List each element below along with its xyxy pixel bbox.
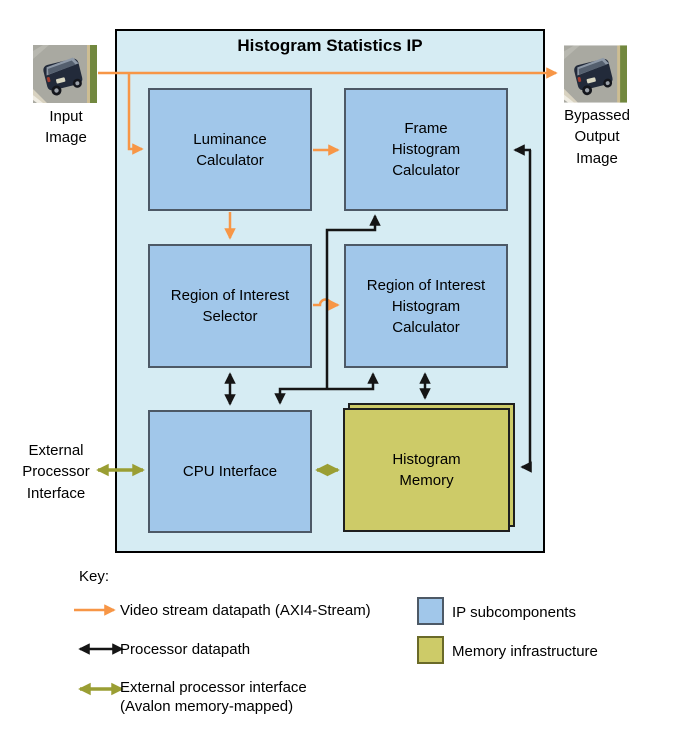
block-cpu-interface: CPU Interface	[148, 410, 312, 533]
block-frame-histogram-calculator: Frame Histogram Calculator	[344, 88, 508, 211]
block-roi-histogram-calculator: Region of Interest Histogram Calculator	[344, 244, 508, 368]
block-luminance-calculator: Luminance Calculator	[148, 88, 312, 211]
key-ip-subcomponents-label: IP subcomponents	[452, 604, 576, 621]
processor-datapath-arrow-icon	[78, 643, 124, 655]
key-external-interface-label: External processor interface (Avalon mem…	[120, 679, 307, 715]
input-image-photo car-photo-icon	[33, 45, 97, 103]
diagram-title: Histogram Statistics IP	[237, 36, 423, 55]
bypassed-output-image-photo car-photo-icon	[564, 45, 627, 103]
video-stream-arrow-icon	[74, 604, 116, 616]
key-video-stream-label: Video stream datapath (AXI4-Stream)	[120, 602, 371, 619]
external-interface-arrow-icon	[78, 682, 124, 696]
key-heading: Key:	[79, 568, 110, 585]
input-image-label: Input Image	[45, 108, 87, 147]
memory-infrastructure-swatch	[417, 636, 444, 664]
key-memory-infrastructure-label: Memory infrastructure	[452, 643, 598, 660]
ip-subcomponents-swatch	[417, 597, 444, 625]
external-processor-label: External Processor Interface	[22, 442, 90, 502]
block-histogram-memory: Histogram Memory	[343, 408, 510, 532]
key-processor-datapath-label: Processor datapath	[120, 641, 251, 658]
block-roi-selector: Region of Interest Selector	[148, 244, 312, 368]
bypassed-output-label: Bypassed Output Image	[564, 107, 630, 167]
